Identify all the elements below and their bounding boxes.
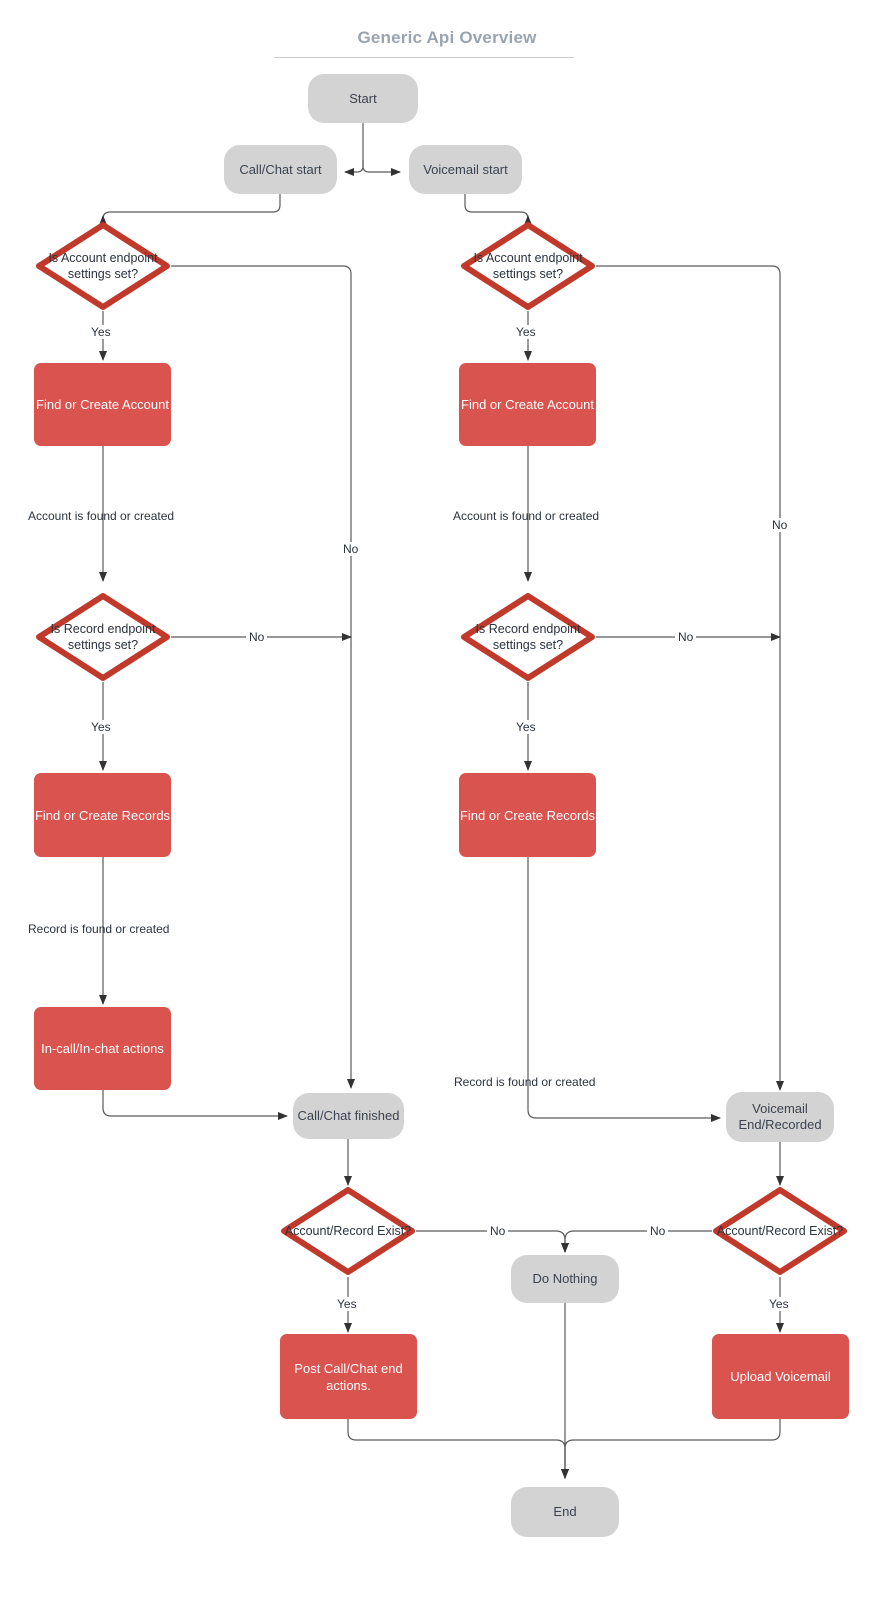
node-find-create-records-left[interactable]: Find or Create Records xyxy=(34,773,171,857)
note-record-found-right: Record is found or created xyxy=(454,1075,596,1089)
node-account-record-exist-left[interactable]: Account/Record Exist? xyxy=(280,1186,416,1276)
edge-label-yes-record-right: Yes xyxy=(513,720,539,734)
edge-label-no-account-left: No xyxy=(340,542,362,556)
edge-label-yes-account-left: Yes xyxy=(88,325,114,339)
diamond-shape xyxy=(713,1187,847,1275)
edge-label-no-account-right: No xyxy=(769,518,791,532)
node-label: Account/Record Exist? xyxy=(284,1224,412,1238)
node-label: Is Account endpoint settings set? xyxy=(48,251,158,281)
node-do-nothing[interactable]: Do Nothing xyxy=(511,1255,619,1303)
node-label: Account/Record Exist? xyxy=(716,1224,844,1238)
node-upload-voicemail[interactable]: Upload Voicemail xyxy=(712,1334,849,1419)
node-record-endpoint-left[interactable]: Is Record endpoint settings set? xyxy=(35,592,171,682)
node-account-endpoint-right[interactable]: Is Account endpoint settings set? xyxy=(460,221,596,311)
node-find-create-account-right[interactable]: Find or Create Account xyxy=(459,363,596,446)
node-call-chat-finished[interactable]: Call/Chat finished xyxy=(293,1093,404,1139)
title-divider xyxy=(274,57,574,58)
diamond-shape xyxy=(36,593,170,681)
note-account-found-left: Account is found or created xyxy=(28,509,175,523)
edge-label-yes-record-left: Yes xyxy=(88,720,114,734)
node-label: Is Record endpoint settings set? xyxy=(475,622,581,652)
edge-label-yes-account-right: Yes xyxy=(513,325,539,339)
edge-label-yes-exist-right: Yes xyxy=(766,1297,792,1311)
node-record-endpoint-right[interactable]: Is Record endpoint settings set? xyxy=(460,592,596,682)
edge-label-no-record-left: No xyxy=(246,630,268,644)
node-voicemail-end[interactable]: Voicemail End/Recorded xyxy=(726,1092,834,1142)
node-label: Is Record endpoint settings set? xyxy=(50,622,156,652)
edge-label-no-record-right: No xyxy=(675,630,697,644)
node-post-call-actions[interactable]: Post Call/Chat end actions. xyxy=(280,1334,417,1419)
page-title: Generic Api Overview xyxy=(357,28,537,47)
note-account-found-right: Account is found or created xyxy=(453,509,600,523)
edge-label-yes-exist-left: Yes xyxy=(334,1297,360,1311)
edge-label-no-exist-left: No xyxy=(487,1224,509,1238)
node-voicemail-start[interactable]: Voicemail start xyxy=(409,145,522,194)
diamond-shape xyxy=(461,222,595,310)
node-call-chat-start[interactable]: Call/Chat start xyxy=(224,145,337,194)
diamond-shape xyxy=(461,593,595,681)
diamond-shape xyxy=(281,1187,415,1275)
node-account-record-exist-right[interactable]: Account/Record Exist? xyxy=(712,1186,848,1276)
node-label: Is Account endpoint settings set? xyxy=(473,251,583,281)
diamond-shape xyxy=(36,222,170,310)
node-account-endpoint-left[interactable]: Is Account endpoint settings set? xyxy=(35,221,171,311)
node-start[interactable]: Start xyxy=(308,74,418,123)
edge-label-no-exist-right: No xyxy=(647,1224,669,1238)
node-find-create-records-right[interactable]: Find or Create Records xyxy=(459,773,596,857)
node-end[interactable]: End xyxy=(511,1487,619,1537)
node-find-create-account-left[interactable]: Find or Create Account xyxy=(34,363,171,446)
node-in-call-actions[interactable]: In-call/In-chat actions xyxy=(34,1007,171,1090)
note-record-found-left: Record is found or created xyxy=(28,922,170,936)
